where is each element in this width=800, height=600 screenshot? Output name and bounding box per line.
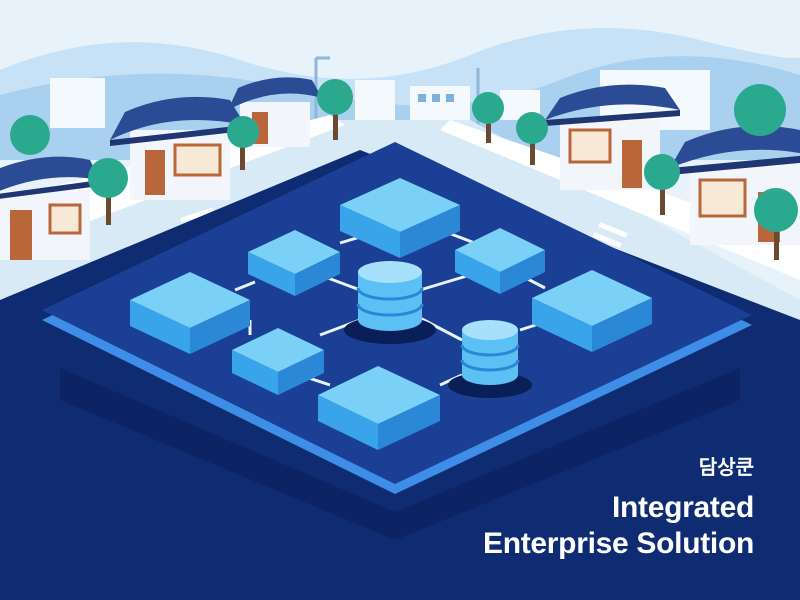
- network-node-icon: [130, 272, 250, 354]
- caption: 담상쿤 Integrated Enterprise Solution: [483, 451, 754, 562]
- tree-icon: [88, 158, 128, 225]
- caption-line-1: Integrated: [611, 491, 754, 524]
- network-node-icon: [318, 366, 440, 450]
- tree-icon: [754, 188, 798, 260]
- tree-icon: [317, 79, 353, 140]
- hanok-house-right-1: [545, 84, 680, 190]
- tree-icon: [734, 84, 786, 136]
- database-icon: [448, 320, 532, 398]
- database-icon: [344, 261, 436, 344]
- platform-shadow: [60, 368, 740, 540]
- caption-line-2: Enterprise Solution: [483, 527, 754, 560]
- hanok-house-left-1: [0, 156, 100, 260]
- tree-icon: [472, 92, 504, 143]
- network-node-icon: [248, 230, 340, 296]
- hanok-house-right-2: [670, 126, 800, 245]
- tree-icon: [227, 116, 259, 170]
- tree-icon: [10, 115, 50, 155]
- network-node-icon: [532, 270, 652, 352]
- tree-icon: [644, 154, 680, 215]
- network-node-icon: [340, 178, 460, 258]
- tree-icon: [516, 112, 548, 165]
- network-node-icon: [455, 228, 545, 294]
- hanok-house-left-2: [110, 96, 245, 200]
- network-node-icon: [232, 328, 324, 395]
- caption-korean: 담상쿤: [698, 455, 754, 479]
